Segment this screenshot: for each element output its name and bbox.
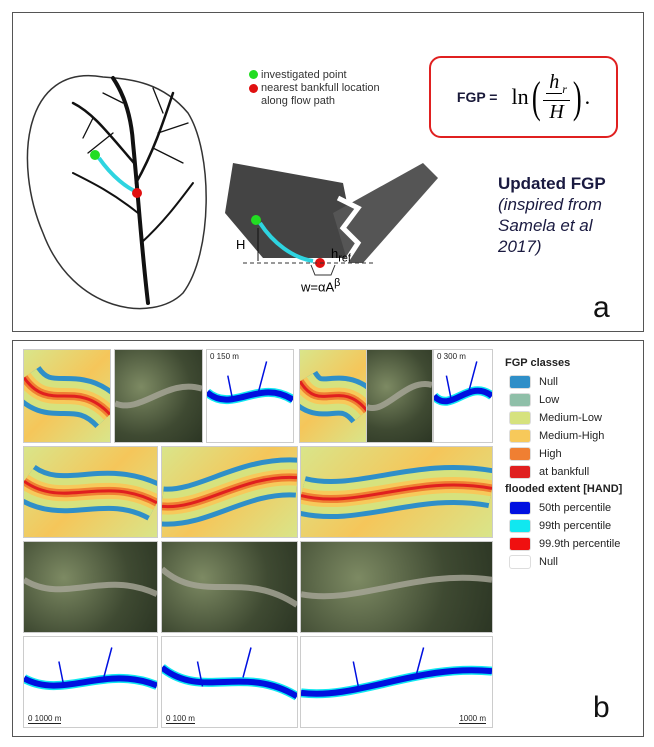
legend-label: Null	[539, 376, 558, 388]
legend-item: 99.9th percentile	[505, 535, 622, 553]
scale-bar: 1000 m	[459, 714, 486, 724]
legend-item: at bankfull	[505, 463, 622, 481]
legend-item: 50th percentile	[505, 499, 622, 517]
catchment-diagram	[26, 74, 438, 310]
legend-item: High	[505, 445, 622, 463]
scale-bar: 0 100 m	[166, 714, 195, 724]
legend-label: Low	[539, 394, 560, 406]
legend-swatch	[509, 447, 531, 461]
legend-swatch	[509, 393, 531, 407]
legend-item: Low	[505, 391, 622, 409]
aerial-image-tile	[114, 349, 203, 443]
legend-label: 99.9th percentile	[539, 538, 621, 550]
legend-item: 99th percentile	[505, 517, 622, 535]
href-label: href	[331, 246, 351, 265]
aerial-image-tile	[23, 541, 158, 633]
legend-label: 99th percentile	[539, 520, 612, 532]
caption-line: 2017)	[498, 237, 542, 256]
aerial-image-tile	[161, 541, 298, 633]
legend-swatch	[509, 411, 531, 425]
legend-swatch	[509, 501, 531, 515]
point-legend: investigated point nearest bankfull loca…	[249, 69, 399, 108]
legend-item: Medium-High	[505, 427, 622, 445]
aerial-image-tile	[366, 349, 433, 443]
red-dot-icon	[249, 84, 258, 93]
fgp-map-tile	[299, 349, 368, 443]
fgp-map-tile	[300, 446, 493, 538]
green-dot-icon	[249, 70, 258, 79]
width-eq-text: w=αA	[301, 279, 335, 295]
fgp-map-tile	[23, 349, 111, 443]
fgp-map-tile	[23, 446, 158, 538]
formula-den: H	[549, 101, 564, 123]
formula-num: h	[546, 71, 563, 94]
legend-swatch	[509, 429, 531, 443]
bankfull-point-icon	[132, 188, 142, 198]
legend-swatch	[509, 537, 531, 551]
legend-item: Null	[505, 553, 622, 571]
legend-swatch	[509, 465, 531, 479]
legend-label: Null	[539, 556, 558, 568]
fgp-map-tile	[161, 446, 298, 538]
scale-bar: 0 150 m	[210, 352, 239, 361]
legend-swatch	[509, 555, 531, 569]
panel-letter-a: a	[593, 291, 610, 324]
legend-label: High	[539, 448, 562, 460]
panel-a: H href w=αAβ investigated point nearest …	[12, 12, 644, 332]
legend-item: Null	[505, 373, 622, 391]
flood-extent-tile: 0 300 m	[433, 349, 493, 443]
investigated-point-icon	[90, 150, 100, 160]
width-equation: w=αAβ	[301, 277, 340, 294]
panel-b: 0 150 m 0 300 m 0 1000 m 0 100 m 1000 m b	[12, 340, 644, 737]
formula-tail: .	[584, 84, 591, 109]
panel-letter-b: b	[593, 691, 610, 724]
legend-label: Medium-Low	[539, 412, 602, 424]
legend-label: investigated point	[261, 69, 347, 81]
scale-bar: 0 300 m	[437, 352, 466, 361]
flood-extent-tile: 0 150 m	[206, 349, 294, 443]
legend-label: nearest bankfull location along flow pat…	[261, 82, 380, 107]
caption-line: (inspired from	[498, 195, 602, 214]
legend-label: at bankfull	[539, 466, 590, 478]
legend-label: Medium-High	[539, 430, 605, 442]
scale-bar: 0 1000 m	[28, 714, 62, 724]
height-label: H	[236, 237, 246, 252]
legend-item: Medium-Low	[505, 409, 622, 427]
legend-label: 50th percentile	[539, 502, 612, 514]
flood-extent-tile: 0 1000 m	[23, 636, 158, 728]
formula-lhs: FGP =	[456, 89, 498, 105]
formula-fn: ln	[511, 84, 529, 109]
href-text: h	[331, 246, 339, 261]
legend-bankfull: nearest bankfull location along flow pat…	[249, 82, 399, 108]
formula-num-sub: r	[562, 82, 567, 96]
updated-fgp-caption: Updated FGP (inspired from Samela et al …	[498, 173, 606, 257]
caption-line: Samela et al	[498, 216, 593, 235]
width-eq-exp: β	[334, 277, 341, 289]
fgp-legend-title: FGP classes	[505, 357, 571, 369]
flood-legend-title: flooded extent [HAND]	[505, 483, 623, 495]
legend-swatch	[509, 519, 531, 533]
flood-extent-tile: 1000 m	[300, 636, 493, 728]
legend-investigated: investigated point	[249, 69, 399, 82]
flood-extent-tile: 0 100 m	[161, 636, 298, 728]
aerial-image-tile	[300, 541, 493, 633]
href-sub: ref	[338, 252, 351, 265]
caption-title: Updated FGP	[498, 174, 606, 193]
legend-swatch	[509, 375, 531, 389]
